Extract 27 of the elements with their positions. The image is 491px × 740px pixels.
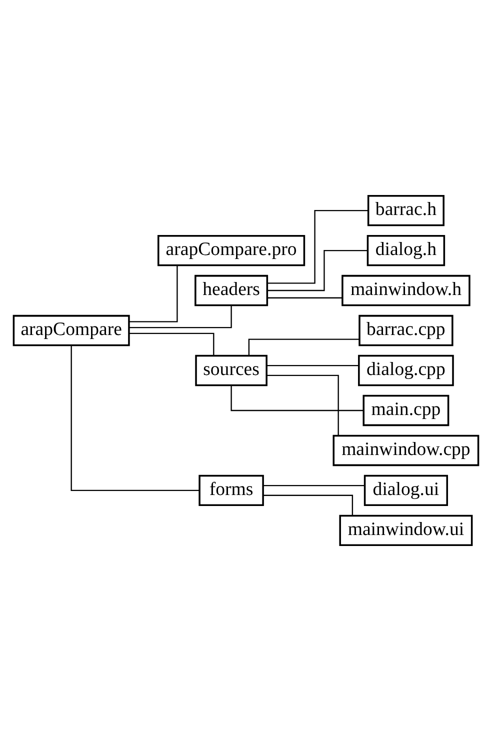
connector (267, 249, 367, 291)
node-box: headers (194, 274, 268, 306)
connector (248, 338, 359, 356)
connector (266, 209, 368, 284)
connector (128, 305, 232, 328)
node-box: dialog.h (366, 234, 445, 266)
node-box: dialog.ui (363, 474, 448, 506)
node-box: sources (194, 354, 267, 386)
node-box: main.cpp (362, 394, 449, 426)
node-box: mainwindow.ui (338, 514, 472, 546)
connector (128, 332, 214, 355)
connector (70, 344, 199, 491)
connector (262, 484, 364, 486)
connector (128, 264, 178, 322)
connector (266, 364, 358, 366)
node-box: dialog.cpp (358, 354, 454, 386)
node-box: mainwindow.cpp (332, 434, 479, 466)
connector (267, 296, 342, 298)
node-box: mainwindow.h (341, 274, 470, 306)
node-box: barrac.cpp (358, 314, 453, 346)
node-box: arapCompare (12, 314, 130, 346)
connector (266, 374, 338, 436)
node-box: forms (198, 474, 264, 506)
node-box: arapCompare.pro (157, 234, 305, 266)
connector (230, 384, 363, 411)
node-box: barrac.h (366, 194, 444, 226)
connector (262, 494, 353, 515)
